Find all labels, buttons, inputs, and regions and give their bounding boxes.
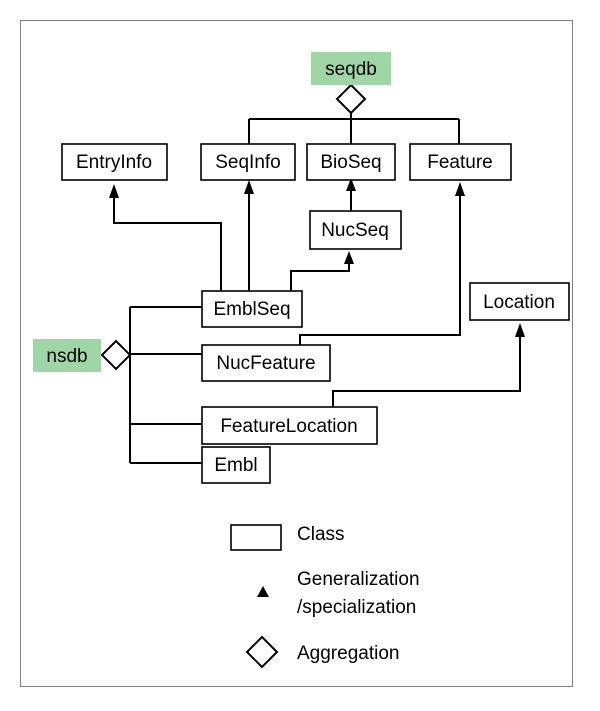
- legend-class-label: Class: [297, 524, 345, 545]
- class-entryinfo: EntryInfo: [61, 143, 168, 181]
- class-location-label: Location: [483, 292, 555, 313]
- class-featurelocation-label: FeatureLocation: [220, 416, 357, 437]
- class-nucfeature: NucFeature: [201, 344, 331, 382]
- package-seqdb-label: seqdb: [325, 59, 377, 80]
- arrowhead-feature: [455, 182, 465, 196]
- class-location: Location: [469, 282, 570, 321]
- package-nsdb: nsdb: [33, 339, 101, 372]
- featurelocation-to-location: [332, 337, 521, 407]
- class-emblseq-label: EmblSeq: [213, 299, 290, 320]
- class-seqinfo-label: SeqInfo: [215, 152, 281, 173]
- class-bioseq: BioSeq: [306, 143, 396, 181]
- nsdb-aggregation-diamond: [100, 339, 132, 371]
- class-feature: Feature: [409, 143, 512, 181]
- class-nucseq: NucSeq: [309, 210, 402, 250]
- package-seqdb: seqdb: [311, 52, 391, 85]
- arrowhead-location: [515, 323, 525, 337]
- legend-aggregation-label: Aggregation: [297, 643, 399, 664]
- legend-generalization-arrow-icon: [257, 586, 269, 597]
- nucfeature-to-feature: [299, 196, 461, 345]
- class-emblseq: EmblSeq: [201, 290, 303, 328]
- class-featurelocation: FeatureLocation: [201, 406, 378, 445]
- arrowhead-nucseq: [344, 251, 354, 264]
- connectors: [109, 113, 525, 464]
- legend-generalization-line2: /specialization: [297, 597, 416, 618]
- package-nsdb-label: nsdb: [46, 346, 87, 367]
- class-seqinfo: SeqInfo: [200, 143, 296, 181]
- arrowhead-seqinfo: [244, 180, 254, 194]
- class-bioseq-label: BioSeq: [320, 152, 381, 173]
- seqdb-aggregation-diamond: [335, 83, 367, 115]
- class-feature-label: Feature: [427, 152, 492, 173]
- class-nucseq-label: NucSeq: [321, 220, 389, 241]
- emblseq-to-nucseq: [290, 263, 350, 291]
- legend: Class Generalization /specialization Agg…: [230, 524, 420, 669]
- arrowhead-entryinfo: [109, 184, 119, 198]
- legend-generalization-line1: Generalization: [297, 569, 420, 590]
- class-entryinfo-label: EntryInfo: [76, 152, 152, 173]
- class-embl: Embl: [201, 446, 271, 484]
- legend-class-swatch: [230, 524, 282, 551]
- class-embl-label: Embl: [214, 455, 257, 476]
- legend-aggregation-diamond-icon: [245, 635, 279, 669]
- arrowhead-bioseq: [346, 178, 356, 191]
- emblseq-to-entryinfo: [113, 198, 222, 291]
- class-nucfeature-label: NucFeature: [216, 353, 315, 374]
